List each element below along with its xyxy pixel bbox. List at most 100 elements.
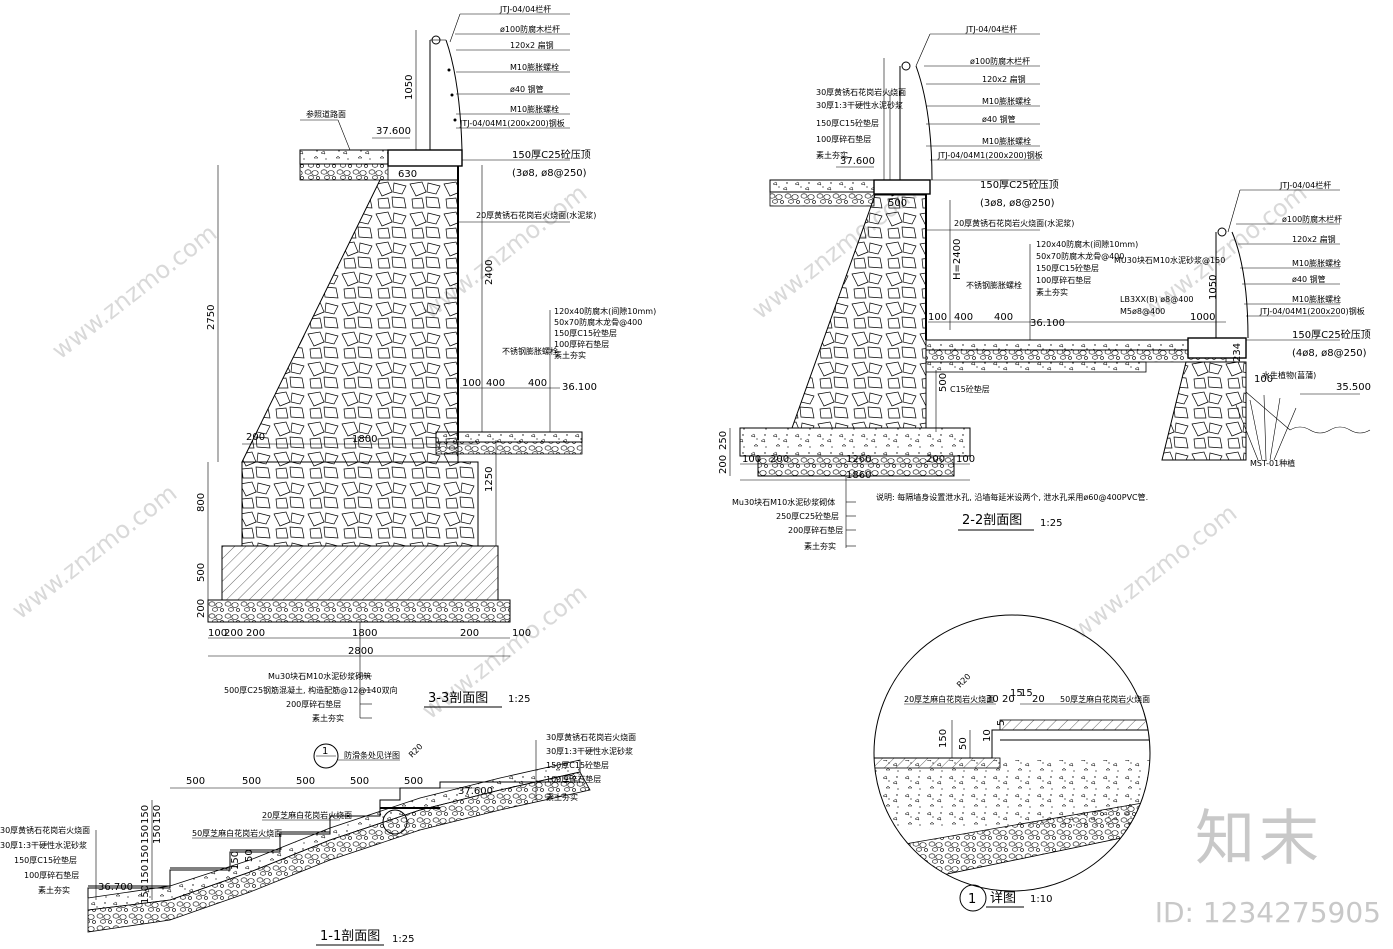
elevation: 37.600	[840, 156, 875, 167]
label: ø40 钢管	[982, 114, 1016, 124]
dimension: 400	[994, 312, 1013, 323]
dimension: 234	[1232, 343, 1243, 362]
label: JTJ-04/04M1(200x200)钢板	[1259, 306, 1365, 316]
label: 250厚C25砼垫层	[776, 511, 839, 521]
dimension: 200	[718, 455, 729, 474]
label: 150厚C25砼压顶	[980, 178, 1059, 191]
dimension: 630	[398, 169, 417, 180]
label: 100厚碎石垫层	[24, 870, 79, 880]
dimension: H=2400	[952, 239, 963, 280]
section33-rail-leaders	[449, 13, 570, 129]
label: JTJ-04/04栏杆	[1279, 180, 1331, 190]
label: 素土夯实	[816, 150, 848, 160]
dimension: 200	[770, 454, 789, 465]
dimension: 150	[938, 729, 949, 748]
label: 120x2 扁钢	[982, 74, 1026, 84]
dimension: 2800	[348, 646, 373, 657]
dimension: 1260	[846, 454, 871, 465]
elevation: 35.500	[1336, 382, 1371, 393]
label: M10膨胀螺栓	[510, 104, 559, 114]
dimension: 150	[140, 825, 151, 844]
label: M10膨胀螺栓	[1292, 258, 1341, 268]
elevation: 36.100	[562, 382, 597, 393]
dimension: 500	[888, 198, 907, 209]
dimension: 500	[404, 776, 423, 787]
label: 100厚碎石垫层	[1036, 275, 1091, 285]
label: 150厚C15砼垫层	[554, 328, 617, 338]
label: M10膨胀螺栓	[982, 136, 1031, 146]
dimension: 2750	[206, 305, 217, 330]
dimension: 1800	[352, 628, 377, 639]
label: 20厚黄锈石花岗岩火烧面(水泥浆)	[476, 210, 596, 220]
dimension: 500	[196, 563, 207, 582]
dimension: 100	[1254, 374, 1273, 385]
watermark-text: www.znzmo.com	[1066, 499, 1242, 645]
label: 30厚1:3干硬性水泥砂浆	[0, 840, 87, 850]
watermark-id: ID: 1234275905	[1154, 896, 1381, 929]
watermark-text: www.znzmo.com	[46, 219, 222, 365]
dimension: 150	[140, 845, 151, 864]
label: (4ø8, ø8@250)	[1292, 348, 1367, 359]
label: (3ø8, ø8@250)	[980, 198, 1055, 209]
label: ø40 钢管	[1292, 274, 1326, 284]
dimension: 200	[224, 628, 243, 639]
section-title: 3-3剖面图	[428, 691, 488, 706]
label: Mu30块石M10水泥砂浆砌体	[732, 497, 835, 507]
label: 50x70防腐木龙骨@400	[1036, 251, 1124, 261]
label: 30厚1:3干硬性水泥砂浆	[816, 100, 903, 110]
elevation: 37.600	[458, 786, 493, 797]
dimension: 200	[246, 432, 265, 443]
label: 20厚黄锈石花岗岩火烧面(水泥浆)	[954, 218, 1074, 228]
dimension: 15	[1020, 688, 1033, 699]
label: 20厚芝麻白花岗岩火烧面	[904, 694, 994, 704]
section-title: 2-2剖面图	[962, 513, 1022, 528]
label: 100厚碎石垫层	[554, 339, 609, 349]
dimension: 50	[244, 849, 255, 862]
callout-number: 1	[322, 746, 328, 757]
label: ø100防腐木栏杆	[500, 24, 560, 34]
dimension: 1000	[1190, 312, 1215, 323]
dimension: 20	[1032, 694, 1045, 705]
dimension: 400	[528, 378, 547, 389]
label: LB3XX(B) ø8@400	[1120, 295, 1194, 304]
label: 150厚C15砼垫层	[816, 118, 879, 128]
dimension: 200	[926, 454, 945, 465]
label: 120x2 扁钢	[510, 40, 554, 50]
label: 素土夯实	[546, 792, 578, 802]
dimension: 500	[242, 776, 261, 787]
label: 150厚C15砼垫层	[1036, 263, 1099, 273]
dimension: 100	[928, 312, 947, 323]
label: 50厚芝麻白花岗岩火烧面	[192, 828, 282, 838]
dimension: 15	[1010, 688, 1023, 699]
label: M10膨胀螺栓	[1292, 294, 1341, 304]
label: 30厚1:3干硬性水泥砂浆	[546, 746, 633, 756]
section-3-3: JTJ-04/04栏杆 ø100防腐木栏杆 120x2 扁钢 M10膨胀螺栓 ø…	[196, 4, 656, 723]
dimension: 20	[1002, 694, 1015, 705]
label: 素土夯实	[804, 541, 836, 551]
dimension: 1250	[484, 467, 495, 492]
label: 120x40防腐木(间隙10mm)	[554, 306, 656, 316]
dimension: 100	[208, 628, 227, 639]
elevation: 36.700	[98, 882, 133, 893]
dimension: 250	[718, 431, 729, 450]
dimension: 200	[196, 599, 207, 618]
dimension: 100	[742, 454, 761, 465]
label: ø100防腐木栏杆	[1282, 214, 1342, 224]
label: 150厚C15砼垫层	[546, 760, 609, 770]
label: 素土夯实	[1036, 287, 1068, 297]
label: JTJ-04/04M1(200x200)钢板	[459, 118, 565, 128]
section-title: 1-1剖面图	[320, 929, 380, 944]
dimension: 1050	[404, 75, 415, 100]
label: 100厚碎石垫层	[546, 774, 601, 784]
dimension: 100	[462, 378, 481, 389]
dimension: 400	[486, 378, 505, 389]
dimension: 150	[140, 805, 151, 824]
scale: 1:25	[508, 694, 530, 705]
watermark-text: www.znzmo.com	[6, 479, 182, 625]
dimension: 100	[956, 454, 975, 465]
label: 50厚芝麻白花岗岩火烧面	[1060, 694, 1150, 704]
dimension: 400	[954, 312, 973, 323]
label: 素土夯实	[312, 713, 344, 723]
label: 防滑条处见详图	[344, 750, 400, 760]
label: 100厚碎石垫层	[816, 134, 871, 144]
